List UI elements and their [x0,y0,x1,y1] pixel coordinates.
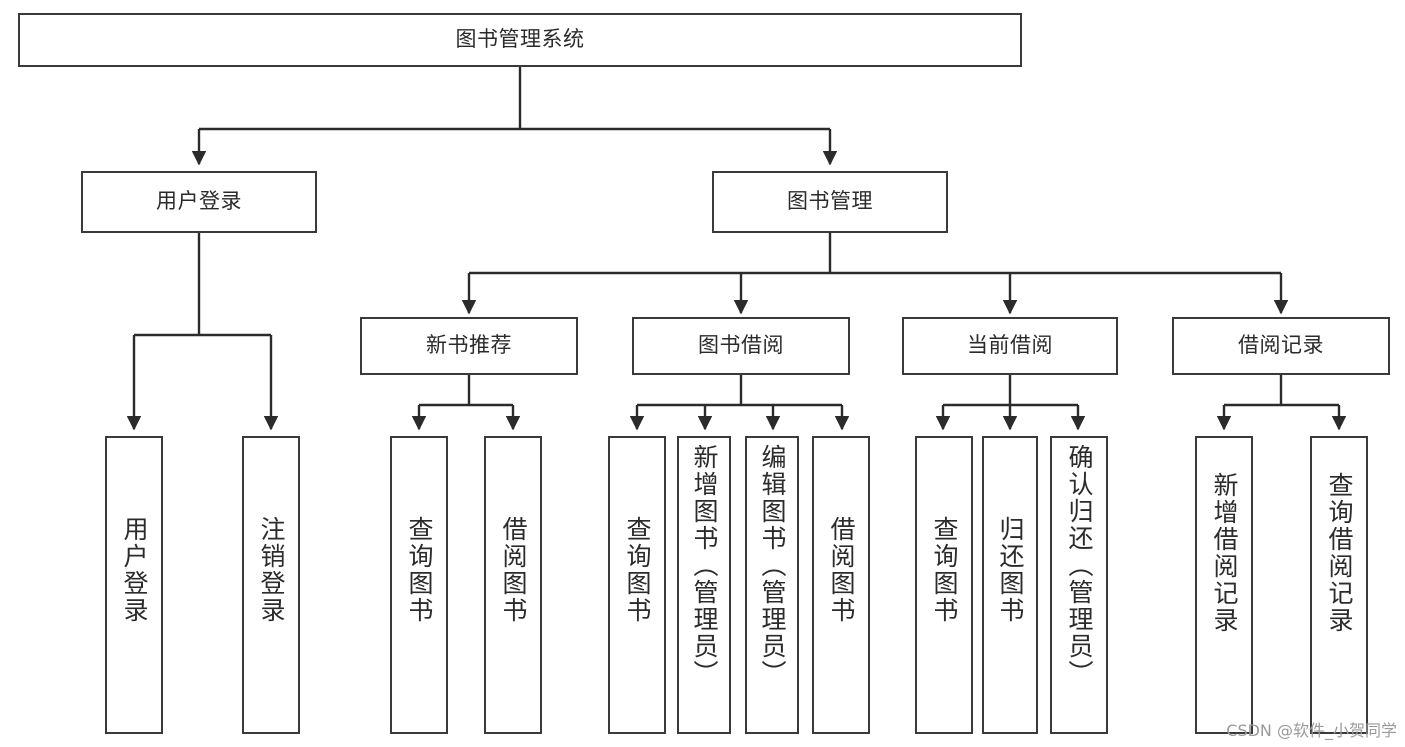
leaf-label: 查询图书 [405,516,434,624]
node-book-borrow[interactable]: 图书借阅 [632,317,850,375]
node-book-borrow-label: 图书借阅 [698,333,784,358]
leaf-label: 借阅图书 [499,516,528,624]
node-leaf-borrow-edit-book-admin[interactable]: 编辑图书（管理员） [745,436,799,734]
node-root-label: 图书管理系统 [455,27,585,52]
node-user-login-label: 用户登录 [156,189,242,214]
leaf-label: 查询图书 [623,516,652,624]
node-root[interactable]: 图书管理系统 [18,13,1022,67]
node-leaf-new-book-query[interactable]: 查询图书 [390,436,448,734]
leaf-label: 新增图书（管理员） [690,444,719,687]
node-leaf-current-query-book[interactable]: 查询图书 [915,436,973,734]
node-leaf-borrow-borrow-book[interactable]: 借阅图书 [812,436,870,734]
node-borrow-record[interactable]: 借阅记录 [1172,317,1390,375]
leaf-label: 新增借阅记录 [1210,472,1239,634]
node-leaf-current-confirm-return-admin[interactable]: 确认归还（管理员） [1050,436,1108,734]
leaf-label: 用户登录 [120,516,149,624]
node-leaf-user-login-login[interactable]: 用户登录 [105,436,163,734]
node-leaf-current-return-book[interactable]: 归还图书 [982,436,1038,734]
node-leaf-record-add-record[interactable]: 新增借阅记录 [1195,436,1253,734]
node-leaf-new-book-borrow[interactable]: 借阅图书 [484,436,542,734]
node-book-manage[interactable]: 图书管理 [712,171,948,233]
node-leaf-user-login-logout[interactable]: 注销登录 [242,436,300,734]
leaf-label: 确认归还（管理员） [1065,444,1094,687]
node-leaf-borrow-query-book[interactable]: 查询图书 [608,436,666,734]
leaf-label: 查询图书 [930,516,959,624]
leaf-label: 编辑图书（管理员） [758,444,787,687]
node-leaf-borrow-add-book-admin[interactable]: 新增图书（管理员） [677,436,731,734]
node-new-book-recommend-label: 新书推荐 [426,333,512,358]
node-book-manage-label: 图书管理 [787,189,873,214]
leaf-label: 查询借阅记录 [1325,472,1354,634]
leaf-label: 归还图书 [996,516,1025,624]
leaf-label: 借阅图书 [827,516,856,624]
node-current-borrow-label: 当前借阅 [967,333,1053,358]
node-user-login[interactable]: 用户登录 [81,171,317,233]
node-current-borrow[interactable]: 当前借阅 [902,317,1118,375]
node-borrow-record-label: 借阅记录 [1238,333,1324,358]
leaf-label: 注销登录 [257,516,286,624]
node-new-book-recommend[interactable]: 新书推荐 [360,317,578,375]
node-leaf-record-query-record[interactable]: 查询借阅记录 [1310,436,1368,734]
